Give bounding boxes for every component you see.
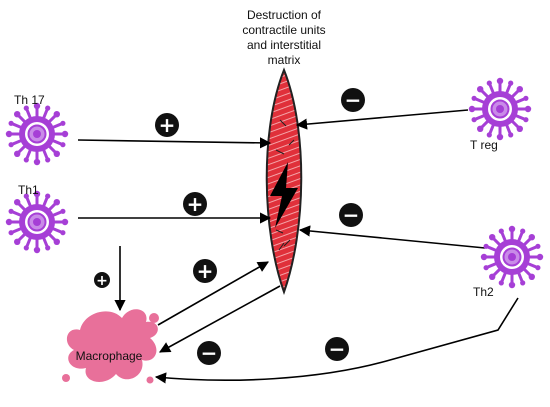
minus-sign-th2: − [339, 203, 363, 227]
plus-sign-th17: + [155, 113, 179, 137]
plus-sign-text: + [96, 273, 108, 289]
minus-sign-text: − [329, 337, 346, 361]
th17-cell-icon [4, 101, 70, 167]
arrow-th17-to-fiber [77, 137, 272, 149]
plus-sign-macrophage-fiber: + [193, 259, 217, 283]
arrow-th2-to-macrophage [154, 297, 519, 384]
plus-sign-th1-macrophage: + [94, 272, 110, 289]
macrophage-icon [62, 309, 159, 384]
label-macrophage: Macrophage [76, 349, 143, 363]
minus-sign-fiber-macrophage: − [197, 341, 221, 365]
arrow-treg-to-fiber [295, 109, 469, 130]
arrow-fiber-to-macrophage [159, 285, 281, 353]
plus-sign-text: + [197, 259, 214, 283]
label-th17: Th 17 [14, 93, 45, 107]
minus-sign-th2-macrophage: − [325, 337, 349, 361]
arrow-macrophage-to-fiber [157, 261, 269, 326]
arrow-th2-to-fiber [298, 225, 486, 249]
th2-cell-icon [479, 224, 545, 290]
minus-sign-text: − [345, 88, 362, 112]
title-line-2: contractile units [242, 23, 325, 37]
label-th1: Th1 [18, 183, 39, 197]
label-treg: T reg [470, 138, 498, 152]
th1-cell-icon [4, 189, 70, 255]
label-th2: Th2 [473, 285, 494, 299]
plus-sign-th1: + [183, 192, 207, 216]
title-line-4: matrix [268, 53, 301, 67]
spindle-muscle-fiber-icon [265, 67, 303, 295]
title-line-3: and interstitial [247, 38, 321, 52]
treg-cell-icon [467, 76, 533, 142]
minus-sign-text: − [201, 341, 218, 365]
minus-sign-treg: − [341, 88, 365, 112]
title-line-1: Destruction of [247, 8, 322, 22]
plus-sign-text: + [187, 192, 204, 216]
lightning-bolt-icon [270, 162, 298, 228]
minus-sign-text: − [343, 203, 360, 227]
plus-sign-text: + [159, 113, 176, 137]
